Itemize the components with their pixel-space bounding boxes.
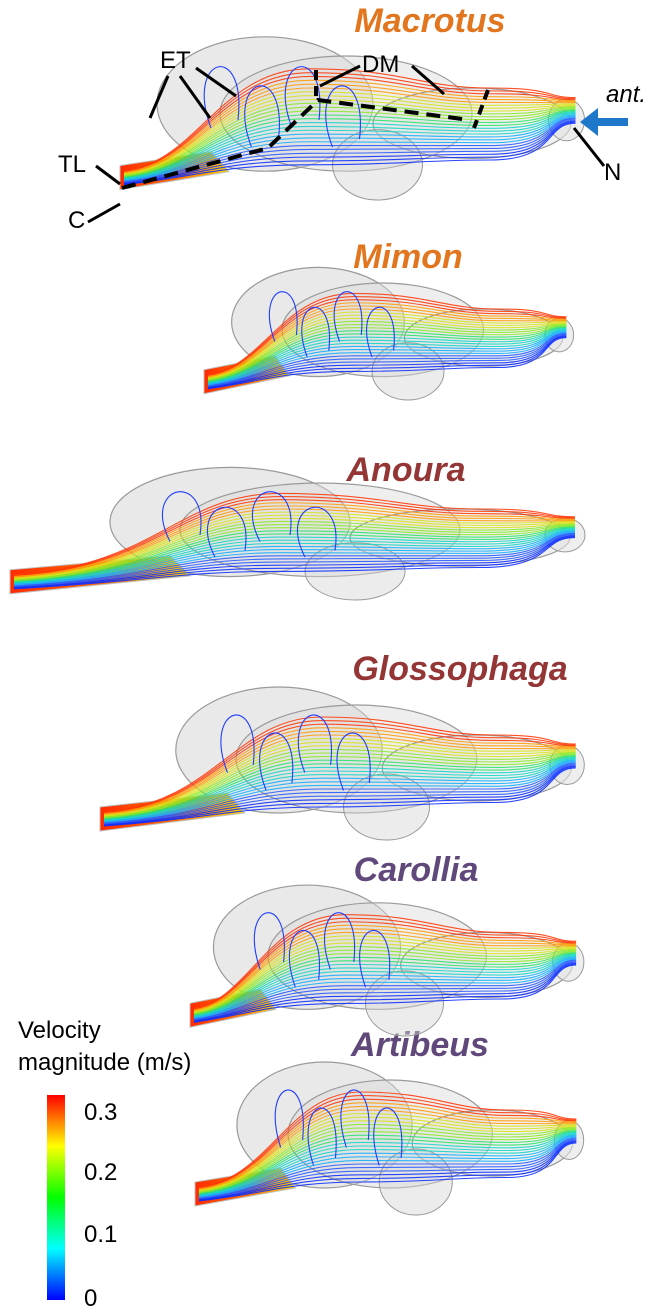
nasal-model-anoura bbox=[10, 467, 585, 600]
species-label-glossophaga: Glossophaga bbox=[352, 650, 567, 688]
legend-title-line2: magnitude (m/s) bbox=[18, 1049, 191, 1076]
legend-tick-01: 0.1 bbox=[84, 1221, 117, 1248]
velocity-legend: Velocity magnitude (m/s) 0.3 0.2 0.1 0 bbox=[18, 1017, 191, 1312]
label-n: N bbox=[604, 159, 621, 186]
legend-tick-03: 0.3 bbox=[84, 1099, 117, 1126]
nasal-model-mimon bbox=[204, 267, 574, 400]
label-dm: DM bbox=[362, 51, 399, 78]
legend-colorbar bbox=[47, 1095, 65, 1300]
label-tl: TL bbox=[58, 151, 86, 178]
legend-tick-0: 0 bbox=[84, 1285, 97, 1312]
species-label-anoura: Anoura bbox=[346, 451, 466, 489]
nasal-model-carollia bbox=[190, 885, 584, 1036]
label-c: C bbox=[68, 207, 85, 234]
legend-title-line1: Velocity bbox=[18, 1017, 101, 1044]
species-label-carollia: Carollia bbox=[354, 851, 479, 889]
label-et: ET bbox=[160, 47, 191, 74]
tl-arrow bbox=[96, 166, 120, 184]
species-label-macrotus: Macrotus bbox=[354, 2, 505, 40]
legend-tick-02: 0.2 bbox=[84, 1159, 117, 1186]
species-label-mimon: Mimon bbox=[353, 238, 463, 276]
label-anterior: ant. bbox=[606, 81, 646, 108]
c-arrow bbox=[88, 204, 120, 222]
nasal-model-glossophaga bbox=[100, 687, 584, 840]
n-arrow bbox=[574, 128, 604, 166]
anterior-direction-arrow bbox=[580, 108, 628, 136]
nasal-model-artibeus bbox=[195, 1062, 584, 1215]
